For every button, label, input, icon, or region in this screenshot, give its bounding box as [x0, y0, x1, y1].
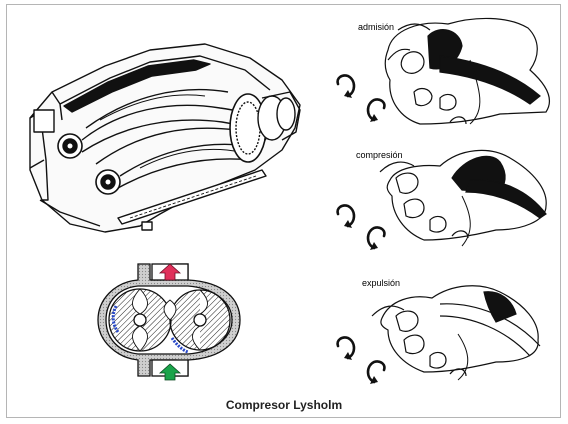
stage-compresion-drawing	[379, 149, 547, 247]
counterclockwise-arrow-icon	[366, 226, 386, 250]
counterclockwise-arrow-icon	[366, 360, 386, 384]
flow-arrow-right-icon	[170, 337, 189, 354]
flow-arrow-left-icon	[111, 305, 120, 333]
stage-expulsion-drawing	[371, 285, 541, 381]
figure-caption: Compresor Lysholm	[225, 398, 343, 412]
stage-label-compresion: compresión	[356, 150, 403, 160]
stage-admision-drawing	[384, 17, 551, 125]
compressor-cutaway-drawing	[29, 43, 301, 233]
clockwise-arrow-icon	[336, 336, 356, 360]
stage-label-admision: admisión	[358, 22, 395, 32]
outlet-arrow-icon	[158, 263, 182, 281]
stage-label-expulsion: expulsión	[362, 278, 401, 288]
clockwise-arrow-icon	[336, 204, 356, 228]
counterclockwise-arrow-icon	[366, 98, 386, 122]
clockwise-arrow-icon	[336, 74, 356, 98]
inlet-arrow-icon	[158, 363, 182, 381]
cross-section-diagram	[97, 263, 241, 377]
